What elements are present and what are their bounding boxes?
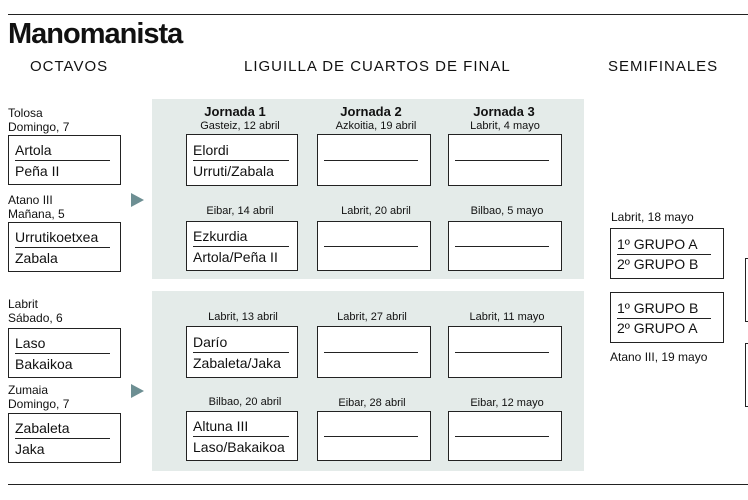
match-box	[448, 411, 562, 461]
octavo-venue-date: Domingo, 7	[8, 120, 70, 134]
match-player-1: Darío	[193, 334, 228, 350]
match-player-1: Altuna III	[193, 418, 249, 434]
final-box-edge	[745, 343, 748, 407]
match-date: Labrit, 11 mayo	[469, 311, 545, 323]
octavo-match-box: Urrutikoetxea Zabala	[8, 222, 121, 272]
match-separator	[193, 160, 289, 161]
match-separator	[324, 352, 418, 353]
section-liguilla: LIGUILLA DE CUARTOS DE FINAL	[244, 58, 511, 75]
page-title: Manomanista	[8, 18, 183, 50]
group-a-panel: Jornada 1 Jornada 2 Jornada 3 Gasteiz, 1…	[152, 99, 584, 279]
match-player-2: Artola/Peña II	[193, 249, 278, 265]
semifinal-team-1: 1º GRUPO A	[617, 236, 698, 252]
match-separator	[193, 352, 289, 353]
match-date: Eibar, 12 mayo	[470, 397, 544, 409]
section-semifinales: SEMIFINALES	[608, 58, 719, 75]
octavo-venue: Atano III Mañana, 5	[8, 193, 65, 221]
match-box	[317, 221, 431, 271]
semifinal-venue: Labrit, 18 mayo	[611, 210, 694, 224]
match-date: Gasteiz, 12 abril	[200, 120, 280, 132]
match-separator	[15, 438, 110, 439]
match-separator	[193, 436, 289, 437]
jornada-header: Jornada 3	[473, 104, 535, 119]
semifinal-venue: Atano III, 19 mayo	[610, 350, 708, 364]
final-box-edge	[745, 258, 748, 322]
octavo-venue-name: Labrit	[8, 297, 39, 311]
semifinal-team-2: 2º GRUPO A	[617, 320, 698, 336]
match-date: Bilbao, 5 mayo	[470, 205, 544, 217]
match-separator	[617, 254, 711, 255]
arrow-to-group-b-icon	[131, 384, 144, 398]
match-box	[317, 134, 431, 186]
jornada-header: Jornada 1	[204, 104, 266, 119]
group-b-panel: Labrit, 13 abril Labrit, 27 abril Labrit…	[152, 291, 584, 471]
match-player-2: Zabaleta/Jaka	[193, 355, 281, 371]
match-box: Darío Zabaleta/Jaka	[186, 326, 298, 378]
jornada-header: Jornada 2	[340, 104, 402, 119]
octavo-venue-date: Mañana, 5	[8, 207, 65, 221]
match-separator	[193, 246, 289, 247]
match-player-2: Urruti/Zabala	[193, 163, 274, 179]
octavo-venue-name: Atano III	[8, 193, 53, 207]
match-separator	[324, 246, 418, 247]
match-separator	[455, 352, 549, 353]
octavo-player-2: Bakaikoa	[15, 356, 73, 372]
match-box	[317, 326, 431, 378]
match-box	[448, 326, 562, 378]
octavo-match-box: Artola Peña II	[8, 135, 121, 185]
match-box	[448, 134, 562, 186]
octavo-venue: Zumaia Domingo, 7	[8, 383, 69, 411]
octavo-player-2: Jaka	[15, 441, 45, 457]
match-player-1: Ezkurdia	[193, 228, 248, 244]
octavo-venue: Tolosa Domingo, 7	[8, 106, 69, 134]
octavo-venue-date: Domingo, 7	[8, 397, 70, 411]
octavo-player-2: Peña II	[15, 163, 60, 179]
octavo-player-1: Zabaleta	[15, 420, 70, 436]
octavo-player-1: Artola	[15, 142, 52, 158]
octavo-player-2: Zabala	[15, 250, 58, 266]
match-date: Labrit, 4 mayo	[470, 120, 540, 132]
octavo-match-box: Laso Bakaikoa	[8, 328, 121, 378]
octavo-venue-name: Zumaia	[8, 383, 49, 397]
match-box	[317, 411, 431, 461]
match-separator	[15, 353, 110, 354]
top-rule	[8, 14, 748, 15]
octavo-venue-date: Sábado, 6	[8, 311, 63, 325]
match-separator	[455, 246, 549, 247]
match-separator	[617, 318, 711, 319]
match-separator	[324, 436, 418, 437]
semifinal-box: 1º GRUPO B 2º GRUPO A	[610, 292, 724, 343]
match-date: Eibar, 14 abril	[206, 205, 274, 217]
match-date: Eibar, 28 abril	[338, 397, 406, 409]
octavo-venue-name: Tolosa	[8, 106, 43, 120]
match-date: Labrit, 13 abril	[208, 311, 278, 323]
match-player-1: Elordi	[193, 142, 229, 158]
match-box: Ezkurdia Artola/Peña II	[186, 221, 298, 271]
match-separator	[455, 160, 549, 161]
match-date: Bilbao, 20 abril	[208, 396, 282, 408]
match-date: Azkoitia, 19 abril	[335, 120, 417, 132]
arrow-to-group-a-icon	[131, 193, 144, 207]
match-date: Labrit, 20 abril	[341, 205, 411, 217]
match-box: Altuna III Laso/Bakaikoa	[186, 411, 298, 461]
semifinal-box: 1º GRUPO A 2º GRUPO B	[610, 228, 724, 279]
semifinal-team-1: 1º GRUPO B	[617, 300, 699, 316]
bottom-rule	[8, 484, 748, 485]
octavo-venue: Labrit Sábado, 6	[8, 297, 63, 325]
match-separator	[15, 247, 110, 248]
section-octavos: OCTAVOS	[30, 58, 109, 75]
match-separator	[455, 436, 549, 437]
octavo-player-1: Urrutikoetxea	[15, 229, 99, 245]
match-date: Labrit, 27 abril	[337, 311, 407, 323]
match-box	[448, 221, 562, 271]
match-separator	[15, 160, 110, 161]
match-separator	[324, 160, 418, 161]
octavo-match-box: Zabaleta Jaka	[8, 413, 121, 463]
semifinal-team-2: 2º GRUPO B	[617, 256, 699, 272]
octavo-player-1: Laso	[15, 335, 46, 351]
match-box: Elordi Urruti/Zabala	[186, 134, 298, 186]
match-player-2: Laso/Bakaikoa	[193, 439, 285, 455]
